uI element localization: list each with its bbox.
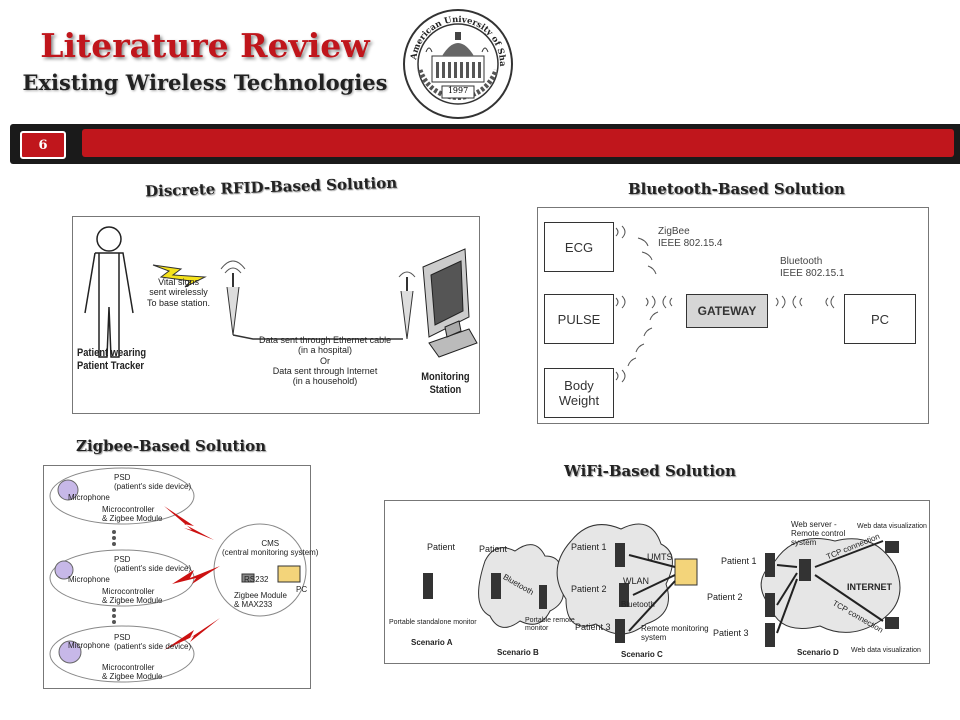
zigbee-standard-label: ZigBee IEEE 802.15.4 [658, 226, 723, 249]
wifi-standalone: Portable standalone monitor [389, 619, 477, 626]
rfid-caption: Discrete RFID-Based Solution [144, 173, 398, 201]
wifi-patient-a: Patient [427, 542, 456, 552]
zigbee-micro-1: Microcontroller & Zigbee Module [102, 505, 163, 523]
rfid-patient-label: Patient wearing Patient Tracker [77, 347, 147, 372]
zigbee-micro-2: Microcontroller & Zigbee Module [102, 587, 163, 605]
wifi-patient-2c: Patient 2 [571, 584, 607, 594]
wifi-remote-system: Remote monitoring system [641, 624, 709, 642]
ecg-box: ECG [544, 222, 614, 272]
header-accent-bar [82, 129, 954, 157]
rfid-diagram: Vital signs sent wirelessly To base stat… [72, 216, 480, 414]
wifi-diagram: Patient Patient Patient 1 Patient 2 Pati… [384, 500, 930, 664]
wifi-illustration [423, 523, 901, 647]
wifi-patient-1d: Patient 1 [721, 556, 757, 566]
wifi-webviz-2: Web data visualization [851, 647, 921, 654]
wifi-patient-2d: Patient 2 [707, 592, 743, 602]
bluetooth-caption: Bluetooth-Based Solution [628, 180, 845, 198]
rfid-vital-signs: Vital signs sent wirelessly To base stat… [147, 277, 211, 308]
rfid-illustration [84, 226, 478, 358]
zigbee-rs232: RS232 [244, 575, 269, 584]
zigbee-microphone-2: Microphone [68, 575, 110, 584]
rfid-data-text: Data sent through Ethernet cable (in a h… [259, 335, 392, 387]
body-weight-box: Body Weight [544, 368, 614, 418]
bluetooth-diagram: ECG PULSE Body Weight GATEWAY PC ZigBee … [537, 207, 929, 424]
slide-subtitle: Existing Wireless Technologies [22, 70, 388, 95]
zigbee-cms: CMS (central monitoring system) [222, 539, 319, 557]
wifi-scenario-d: Scenario D [797, 648, 839, 657]
gateway-box: GATEWAY [686, 294, 768, 328]
zigbee-microphone-1: Microphone [68, 493, 110, 502]
zigbee-diagram: PSD (patient's side device) Microphone M… [43, 465, 318, 689]
bluetooth-standard-label: Bluetooth IEEE 802.15.1 [780, 256, 845, 279]
wifi-bluetooth-c: Bluetooth [621, 600, 655, 609]
pc-box: PC [844, 294, 916, 344]
pulse-box: PULSE [544, 294, 614, 344]
university-seal: American University of Sharjah 1997 [399, 1, 514, 120]
zigbee-micro-3: Microcontroller & Zigbee Module [102, 663, 163, 681]
wifi-webserver: Web server - Remote control system [791, 520, 846, 547]
wifi-scenario-a: Scenario A [411, 638, 453, 647]
zigbee-illustration [49, 467, 307, 683]
wifi-caption: WiFi-Based Solution [564, 462, 736, 480]
zigbee-psd-3: PSD (patient's side device) [114, 633, 192, 651]
wifi-patient-3c: Patient 3 [575, 622, 611, 632]
rfid-station-label: Monitoring Station [421, 371, 470, 396]
wifi-patient-3d: Patient 3 [713, 628, 749, 638]
zigbee-pc: PC [296, 585, 308, 594]
zigbee-caption: Zigbee-Based Solution [76, 437, 267, 455]
wifi-wlan: WLAN [623, 576, 650, 586]
wifi-remote-monitor: Portable remote monitor [525, 617, 575, 632]
seal-year: 1997 [447, 86, 469, 95]
zigbee-psd-1: PSD (patient's side device) [114, 473, 192, 491]
wifi-scenario-b: Scenario B [497, 648, 539, 657]
wifi-webviz-1: Web data visualization [857, 523, 927, 530]
zigbee-microphone-3: Microphone [68, 641, 110, 650]
zigbee-psd-2: PSD (patient's side device) [114, 555, 192, 573]
zigbee-module: Zigbee Module & MAX233 [234, 591, 287, 609]
wifi-scenario-c: Scenario C [621, 650, 663, 659]
slide-number: 6 [20, 131, 66, 159]
wifi-patient-b: Patient [479, 544, 508, 554]
wifi-patient-1c: Patient 1 [571, 542, 607, 552]
bluetooth-waves [615, 225, 835, 383]
slide-title: Literature Review [40, 26, 370, 65]
wifi-umts: UMTS [647, 552, 673, 562]
wifi-internet: INTERNET [847, 582, 892, 592]
